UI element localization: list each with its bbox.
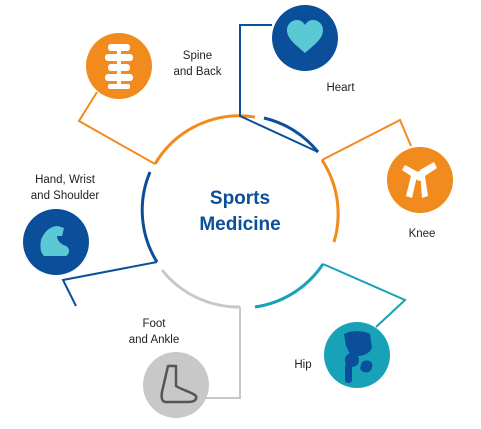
label-hip-line1: Hip: [294, 359, 312, 371]
connector-shoulder: [61, 261, 158, 307]
label-shoulder-line2: and Shoulder: [30, 190, 100, 202]
connector-hip: [322, 263, 407, 328]
label-knee-line1: Knee: [408, 228, 436, 240]
foot-icon: [143, 352, 209, 418]
center-title-line1: Sports: [209, 188, 271, 209]
arm-icon: [23, 209, 89, 275]
connector-spine: [77, 91, 156, 165]
hip-icon: [324, 322, 390, 388]
label-shoulder: Hand, Wrist and Shoulder: [20, 172, 110, 204]
knee-icon: [387, 147, 453, 213]
ring-arc-hip: [254, 263, 325, 309]
connector-heart: [239, 24, 319, 153]
center-title: Sports Medicine: [170, 186, 310, 238]
connector-foot: [206, 307, 241, 399]
label-knee: Knee: [402, 226, 442, 242]
label-hip: Hip: [288, 357, 318, 373]
ring-arc-heart: [263, 116, 320, 153]
connector-knee: [321, 118, 412, 161]
label-spine-line2: and Back: [173, 66, 222, 78]
label-spine-line1: Spine: [182, 50, 213, 62]
ring-arc-shoulder: [140, 171, 159, 263]
label-foot: Foot and Ankle: [118, 316, 190, 348]
ring-arc-spine: [153, 114, 256, 165]
label-spine: Spine and Back: [160, 48, 235, 80]
ring-arc-knee: [320, 159, 340, 243]
center-title-line2: Medicine: [199, 214, 281, 235]
heart-icon: [272, 5, 338, 71]
label-shoulder-line1: Hand, Wrist: [35, 174, 95, 186]
ring-arc-foot: [160, 269, 241, 309]
label-foot-line1: Foot: [142, 318, 166, 330]
spine-icon: [86, 33, 152, 99]
label-heart-line1: Heart: [326, 82, 355, 94]
label-heart: Heart: [318, 80, 363, 96]
label-foot-line2: and Ankle: [128, 334, 180, 346]
